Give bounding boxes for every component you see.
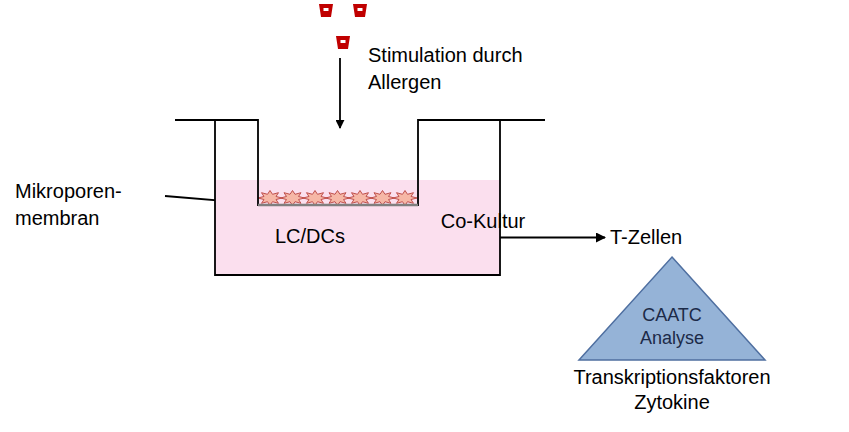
allergen-cup [319, 4, 333, 17]
cell-label: LC/DCs [275, 224, 345, 249]
analysis-triangle: T-ZellenCAATC AnalyseTranskriptionsfakto… [547, 222, 797, 422]
stimulation-arrow [339, 58, 341, 128]
allergen-cup [353, 4, 367, 17]
cell [326, 191, 350, 206]
well-outline [175, 118, 545, 280]
cell [303, 191, 327, 206]
cell [258, 191, 282, 206]
node-text: CAATC Analyse [632, 304, 712, 350]
cell [393, 191, 417, 206]
node-note: Transkriptionsfaktoren Zytokine [547, 365, 797, 415]
cell [348, 191, 372, 206]
triangle [579, 257, 765, 360]
node-heading: T-Zellen [610, 225, 682, 250]
cell [281, 191, 305, 206]
step-label: Stimulation durch Allergen [368, 42, 528, 96]
allergen-cups [319, 4, 367, 49]
culture-well: LC/DCs [175, 118, 545, 280]
allergen-cup [336, 36, 350, 49]
part-label: Mikroporen- membran [15, 178, 165, 232]
insert [175, 120, 545, 205]
membrane [258, 204, 418, 207]
cell [371, 191, 395, 206]
cell-layer [258, 191, 417, 206]
edge-label: Co-Kultur [441, 208, 525, 235]
